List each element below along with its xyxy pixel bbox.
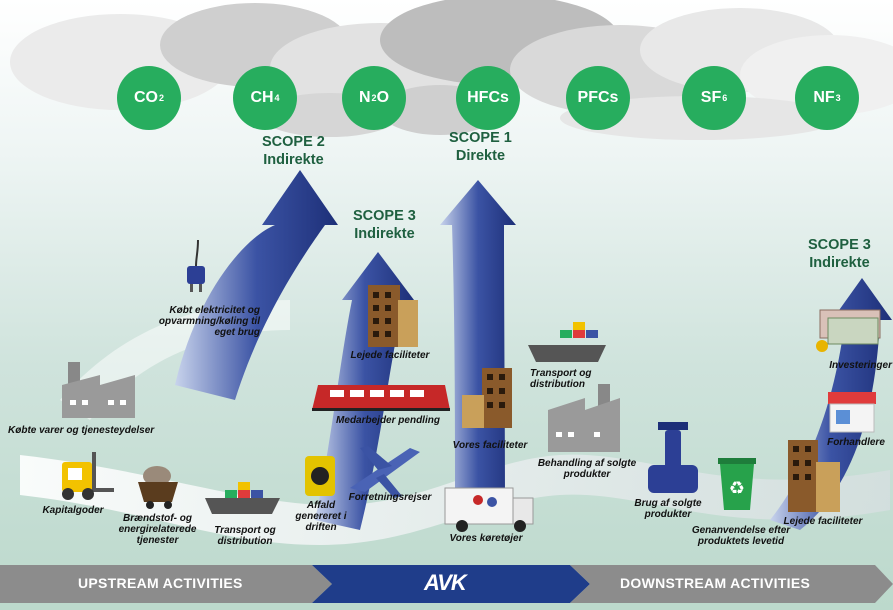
own-facilities-building-icon: [462, 368, 512, 428]
scope3-upstream-subtitle: Indirekte: [354, 226, 415, 242]
hfcs-badge: HFCs: [456, 66, 520, 130]
delivery-truck-icon: [444, 487, 534, 532]
business-travel-label: Forretningsrejser: [348, 492, 432, 503]
upstream-activities-label: UPSTREAM ACTIVITIES: [78, 575, 243, 591]
shop-icon: [828, 392, 876, 433]
processing-label: Behandling af solgte produkter: [537, 458, 637, 480]
avk-logo: AVK: [424, 570, 467, 595]
scope1-title: SCOPE 1: [449, 130, 512, 146]
leased-building-downstream-icon: [788, 440, 840, 512]
downstream-activities-label: DOWNSTREAM ACTIVITIES: [620, 575, 811, 591]
scope2-title: SCOPE 2: [262, 134, 325, 150]
scope3-upstream-label: SCOPE 3 Indirekte: [353, 207, 416, 243]
recycle-bin-icon: ♻: [718, 458, 756, 510]
commuting-label: Medarbejder pendling: [336, 415, 440, 426]
use-products-label: Brug af solgte produkter: [634, 498, 702, 520]
own-facilities-label: Vores faciliteter: [452, 440, 528, 451]
electricity-label: Købt elektricitet og opvarmning/køling t…: [158, 305, 260, 338]
purchased-goods-label: Købte varer og tjenesteydelser: [8, 425, 155, 436]
coal-cart-icon: [138, 466, 178, 509]
fuel-energy-label: Brændstof- og energirelaterede tjenester: [118, 513, 197, 546]
scope1-label: SCOPE 1 Direkte: [449, 129, 512, 165]
cargo-ship-downstream-icon: [528, 322, 606, 362]
activity-bar: [0, 565, 893, 603]
investments-label: Investeringer: [829, 360, 892, 371]
leased-upstream-label: Lejede faciliteter: [350, 350, 430, 361]
forklift-icon: [62, 452, 114, 500]
own-vehicles-label: Vores køretøjer: [449, 533, 523, 544]
waste-barrel-icon: [305, 456, 335, 496]
leased-downstream-label: Lejede faciliteter: [783, 516, 863, 527]
scope2-arrow: [175, 170, 338, 400]
scope1-subtitle: Direkte: [455, 148, 506, 164]
svg-text:♻: ♻: [729, 478, 745, 499]
capital-goods-label: Kapitalgoder: [42, 505, 104, 516]
scope2-label: SCOPE 2 Indirekte: [262, 133, 325, 169]
scope3-downstream-title: SCOPE 3: [808, 237, 871, 253]
scope3-upstream-title: SCOPE 3: [353, 208, 416, 224]
scope1-arrow: [440, 180, 516, 515]
train-icon: [312, 385, 450, 411]
franchises-label: Forhandlere: [827, 437, 885, 448]
airplane-icon: [350, 446, 420, 498]
plug-icon: [187, 239, 205, 292]
transport-upstream-label: Transport og distribution: [214, 525, 276, 547]
money-icon: [816, 309, 881, 352]
pfcs-badge: PFCs: [566, 66, 630, 130]
processing-factory-icon: [548, 384, 620, 452]
transport-downstream-label: Transport og distribution: [530, 368, 592, 390]
building-icon: [368, 285, 418, 347]
scope3-downstream-subtitle: Indirekte: [809, 255, 870, 271]
cargo-ship-upstream-icon: [205, 482, 280, 514]
waste-label: Affald genereret i driften: [295, 500, 347, 533]
valve-icon: [648, 422, 698, 493]
end-of-life-label: Genanvendelse efter produktets levetid: [691, 525, 791, 547]
scope3-downstream-label: SCOPE 3 Indirekte: [808, 236, 871, 272]
scope2-subtitle: Indirekte: [263, 152, 324, 168]
factory-icon: [62, 362, 135, 418]
